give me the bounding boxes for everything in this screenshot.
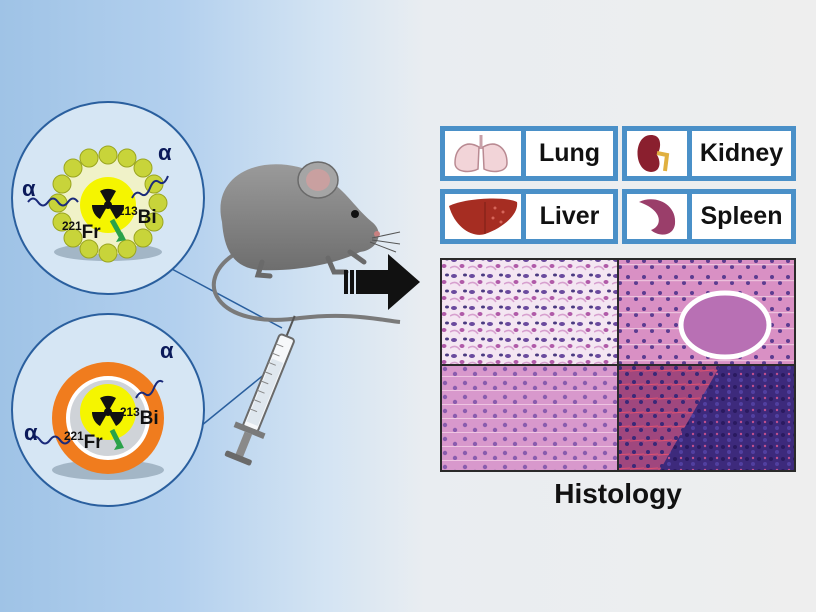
isotope-mass: 213 — [120, 406, 140, 419]
kidney-icon — [627, 131, 687, 176]
radiation-icon — [80, 177, 136, 233]
arrow-right-icon — [344, 254, 420, 310]
particle-circle-bottom — [11, 313, 205, 507]
histology-panel-lung — [442, 260, 617, 364]
isotope-symbol: Fr — [83, 432, 103, 453]
isotope-symbol: Fr — [81, 222, 101, 243]
particle-circle-top — [11, 101, 205, 295]
isotope-mass: 221 — [64, 430, 84, 443]
organ-name-lung: Lung — [526, 131, 613, 176]
histology-grid — [440, 258, 796, 472]
isotope-label-fr-top: 221Fr — [62, 220, 101, 244]
lung-icon — [445, 131, 521, 176]
alpha-label-bottom-right: α — [160, 338, 174, 363]
alpha-ray-left — [29, 435, 71, 445]
mouse-tail — [211, 250, 401, 324]
radiation-icon — [80, 384, 136, 440]
alpha-ray-right — [131, 175, 169, 199]
isotope-mass: 213 — [118, 205, 138, 218]
alpha-label-bottom-left: α — [24, 420, 38, 445]
alpha-ray-right — [135, 379, 164, 399]
spleen-icon — [627, 194, 687, 239]
isotope-symbol: Bi — [137, 207, 157, 228]
alpha-label-top-right: α — [158, 140, 172, 165]
mouse-eye — [351, 210, 359, 218]
isotope-mass: 221 — [62, 220, 82, 233]
organ-card-kidney: Kidney — [622, 126, 796, 181]
isotope-label-bi-bottom: 213Bi — [120, 406, 159, 430]
organ-card-spleen: Spleen — [622, 189, 796, 244]
organ-card-liver: Liver — [440, 189, 618, 244]
histology-title: Histology — [554, 478, 682, 509]
alpha-label-top-left: α — [22, 176, 36, 201]
liver-icon — [445, 194, 521, 239]
syringe-icon — [224, 315, 296, 466]
alpha-ray-left — [27, 197, 79, 207]
organ-name-spleen: Spleen — [692, 194, 791, 239]
isotope-label-fr-bottom: 221Fr — [64, 430, 103, 454]
isotope-label-bi-top: 213Bi — [118, 205, 157, 229]
mouse-illustration — [211, 161, 401, 324]
isotope-symbol: Bi — [139, 408, 159, 429]
organ-name-liver: Liver — [526, 194, 613, 239]
organ-card-lung: Lung — [440, 126, 618, 181]
histology-panel-liver — [442, 366, 617, 470]
organ-name-kidney: Kidney — [692, 131, 791, 176]
